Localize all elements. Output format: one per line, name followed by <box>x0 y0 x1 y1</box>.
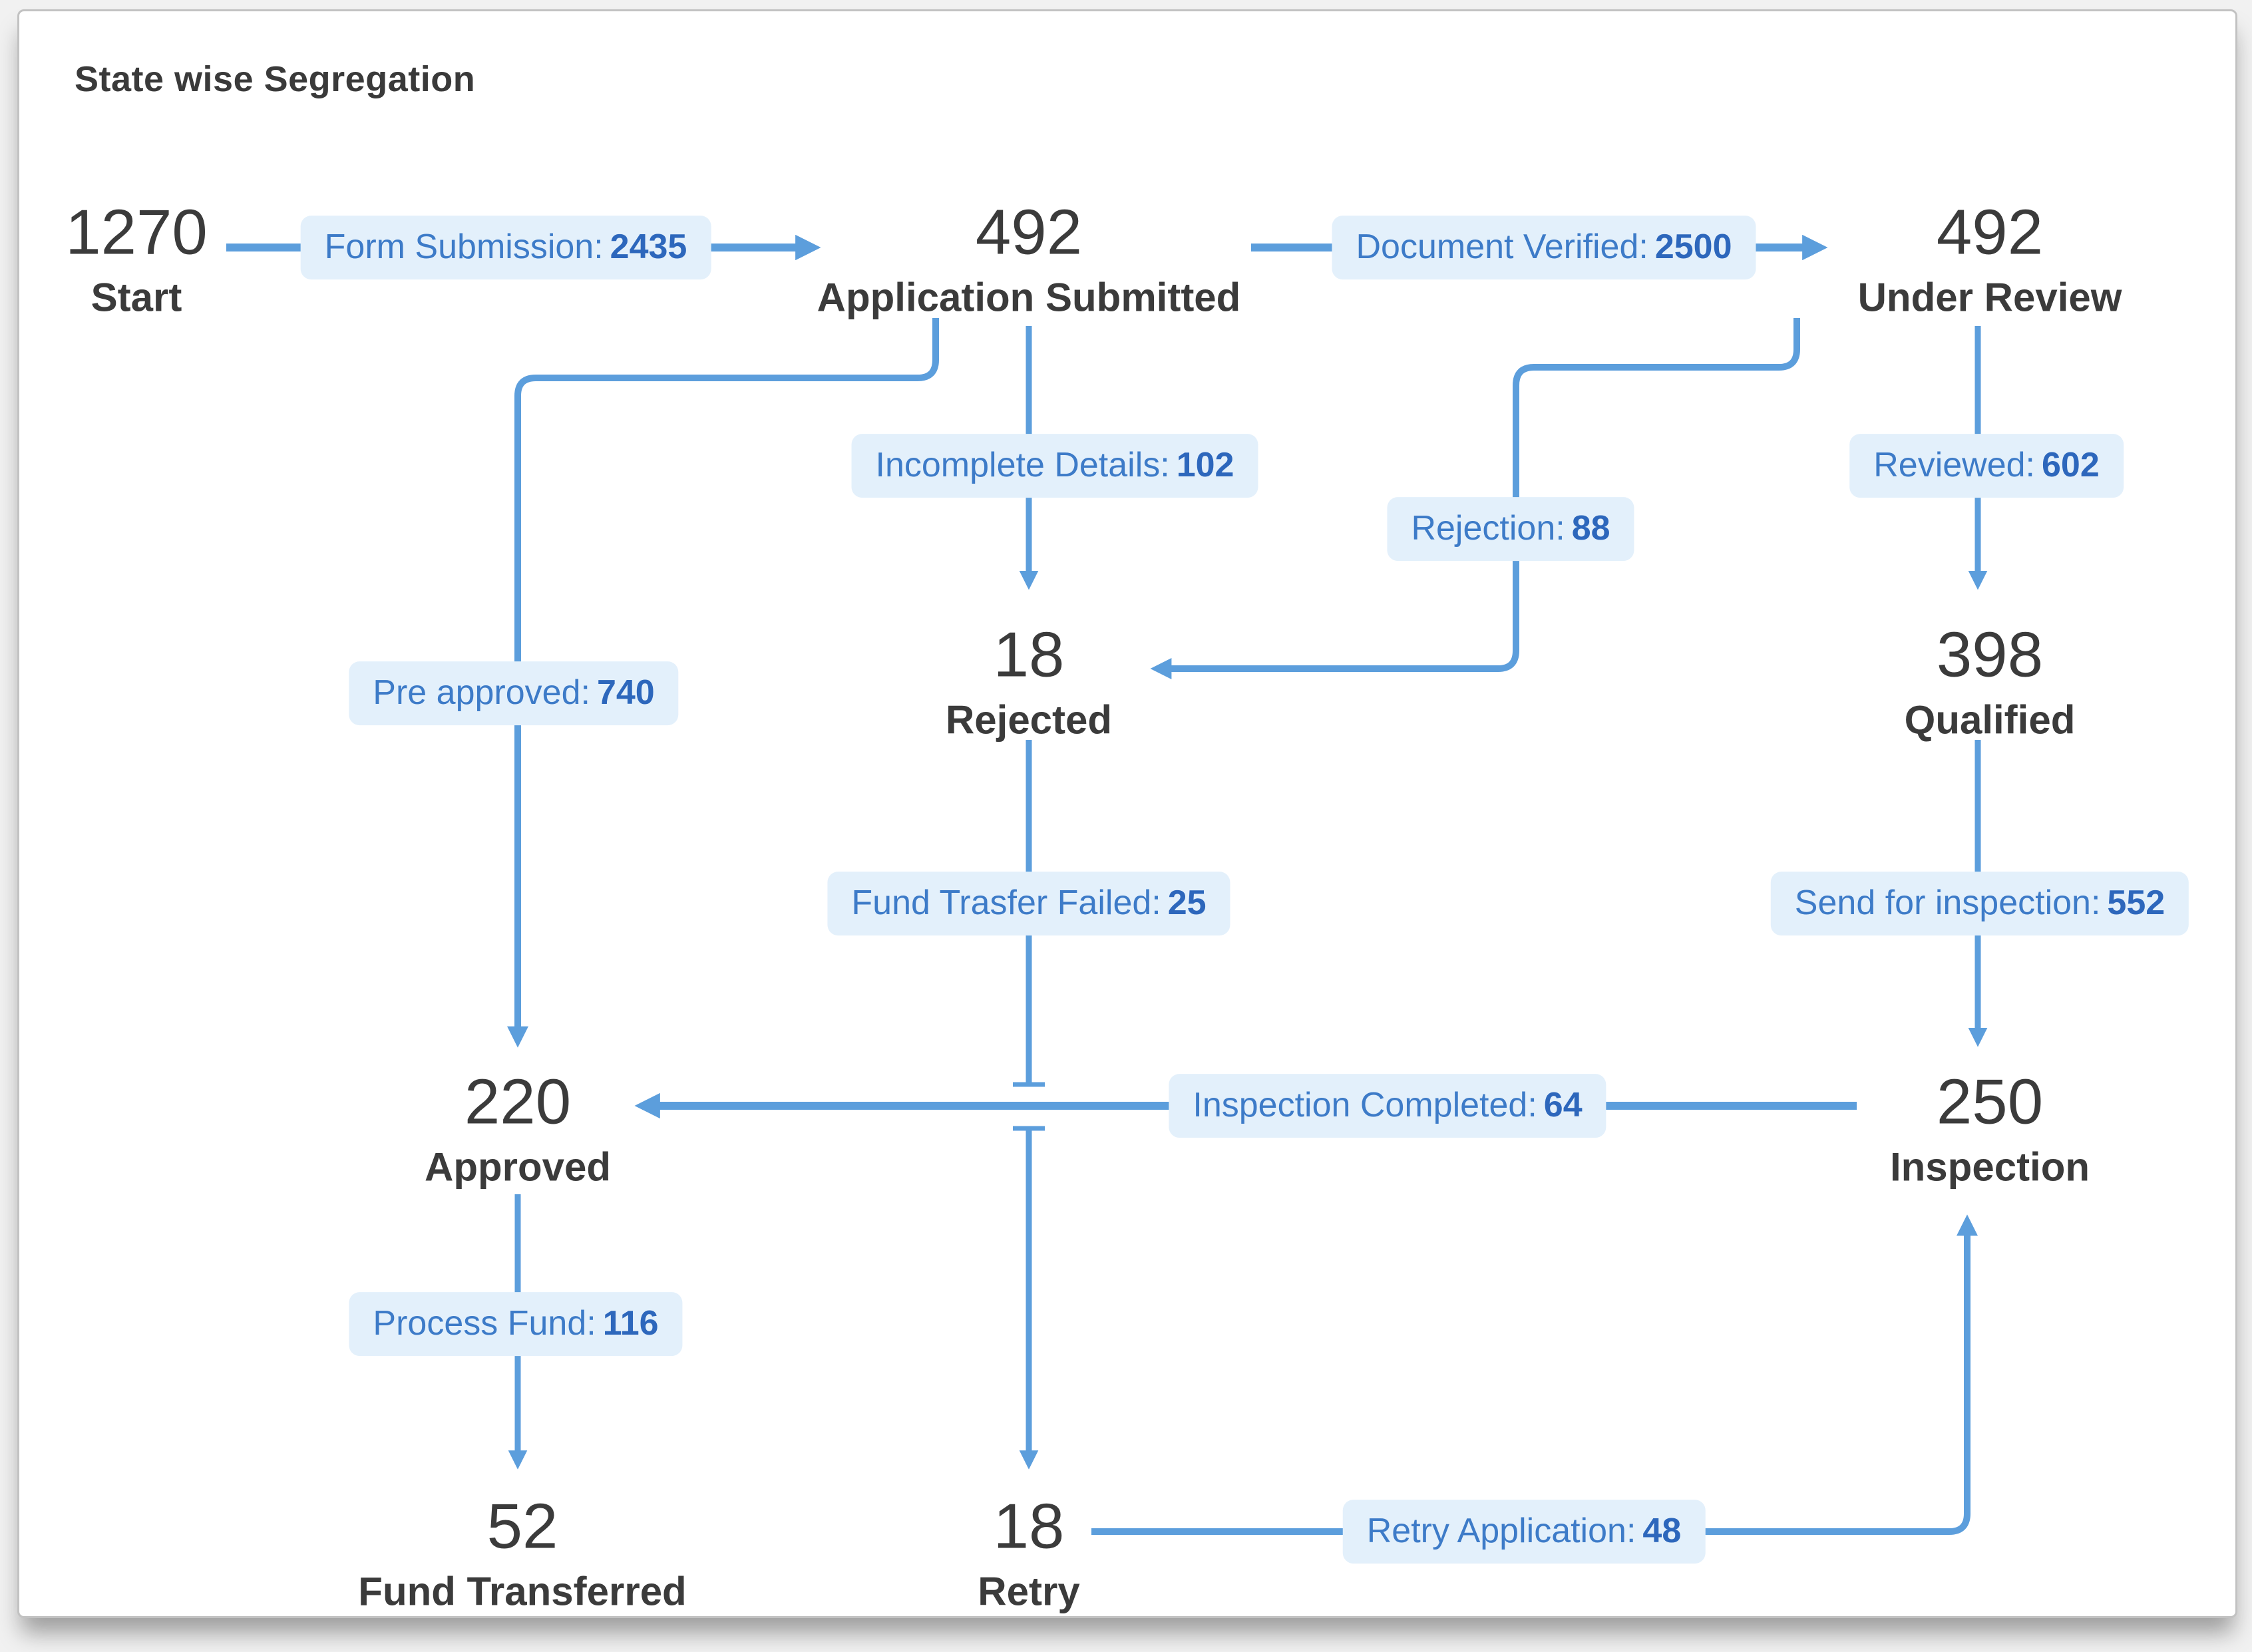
node-value: 1270 <box>65 196 208 268</box>
edge-label-value: 2435 <box>610 228 687 267</box>
edge-label-reviewed: Reviewed:602 <box>1849 434 2124 498</box>
edge-label-value: 102 <box>1176 446 1234 485</box>
edge-label-send-for-inspection: Send for inspection:552 <box>1770 872 2189 935</box>
edge-label-value: 552 <box>2107 884 2165 923</box>
node-value: 18 <box>993 619 1065 691</box>
node-label: Under Review <box>1857 275 2122 320</box>
edge-label-text: Incomplete Details: <box>875 446 1170 485</box>
edge-label-text: Document Verified: <box>1356 228 1648 267</box>
node-label: Rejected <box>945 697 1113 743</box>
edge-label-process-fund: Process Fund:116 <box>349 1292 683 1356</box>
edge-label-text: Fund Trasfer Failed: <box>851 884 1161 923</box>
node-label: Retry <box>978 1569 1080 1614</box>
edge-label-text: Reviewed: <box>1873 446 2036 485</box>
node-label: Approved <box>424 1144 612 1190</box>
node-value: 492 <box>975 196 1083 268</box>
edge-label-value: 64 <box>1543 1086 1583 1125</box>
node-value: 18 <box>993 1490 1065 1562</box>
edge-line-rejection <box>1150 318 1800 680</box>
edge-line-retry-application <box>1091 1214 1978 1535</box>
node-label: Qualified <box>1904 697 2076 743</box>
edge-label-inspection-completed: Inspection Completed:64 <box>1169 1074 1606 1138</box>
node-value: 250 <box>1936 1066 2044 1138</box>
edge-label-value: 88 <box>1571 509 1610 548</box>
edge-label-value: 116 <box>602 1304 659 1343</box>
node-value: 220 <box>464 1066 572 1138</box>
edge-label-text: Rejection: <box>1411 509 1565 548</box>
node-label: Fund Transferred <box>358 1569 687 1614</box>
edge-label-document-verified: Document Verified:2500 <box>1332 216 1756 279</box>
edge-label-value: 2500 <box>1654 228 1732 267</box>
edge-label-text: Retry Application: <box>1366 1512 1636 1551</box>
edge-label-incomplete-details: Incomplete Details:102 <box>851 434 1258 498</box>
node-value: 52 <box>486 1490 558 1562</box>
edge-label-rejection: Rejection:88 <box>1387 497 1634 561</box>
page-title: State wise Segregation <box>75 59 476 99</box>
node-label: Start <box>91 275 182 320</box>
edge-line-pre-approved <box>506 318 939 1048</box>
edge-label-text: Inspection Completed: <box>1193 1086 1537 1125</box>
edge-label-value: 25 <box>1167 884 1207 923</box>
edge-label-value: 48 <box>1642 1512 1682 1551</box>
node-value: 398 <box>1936 619 2044 691</box>
edge-label-value: 602 <box>2042 446 2100 485</box>
node-value: 492 <box>1936 196 2044 268</box>
edge-label-fund-transfer-failed: Fund Trasfer Failed:25 <box>827 872 1230 935</box>
edge-label-value: 740 <box>596 673 655 713</box>
edge-label-text: Form Submission: <box>324 228 604 267</box>
edge-label-text: Pre approved: <box>373 673 590 713</box>
edge-label-pre-approved: Pre approved:740 <box>349 661 679 725</box>
node-label: Inspection <box>1889 1144 2090 1190</box>
edge-label-text: Send for inspection: <box>1794 884 2101 923</box>
edge-label-retry-application: Retry Application:48 <box>1342 1500 1706 1564</box>
edge-label-form-submission: Form Submission:2435 <box>300 216 711 279</box>
node-label: Application Submitted <box>817 275 1241 320</box>
edge-label-text: Process Fund: <box>373 1304 596 1343</box>
